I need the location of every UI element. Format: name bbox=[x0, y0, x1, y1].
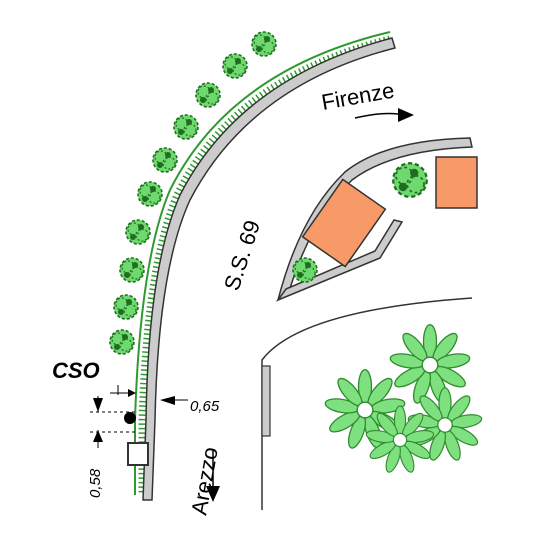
grass-verge bbox=[134, 31, 392, 495]
dimension-058: 0,58 bbox=[87, 396, 135, 498]
tree-icon bbox=[119, 257, 145, 283]
tree-icon bbox=[195, 82, 221, 108]
label-arezzo: Arezzo bbox=[186, 445, 223, 517]
dimension-058-label: 0,58 bbox=[87, 468, 104, 498]
tree-icon bbox=[222, 53, 248, 79]
label-road: S.S. 69 bbox=[219, 217, 265, 293]
side-road-edges bbox=[261, 297, 473, 510]
dimension-065: 0,65 bbox=[90, 385, 220, 415]
tree-icon bbox=[125, 219, 151, 245]
tree-icon bbox=[113, 294, 139, 320]
main-road-edge bbox=[142, 37, 396, 501]
tree-cluster bbox=[323, 324, 484, 475]
tree-icon bbox=[109, 329, 135, 355]
building-right bbox=[435, 156, 478, 209]
tree-icon bbox=[251, 31, 277, 57]
dimension-065-label: 0,65 bbox=[190, 398, 220, 415]
arrow-icon bbox=[206, 450, 220, 502]
arrow-icon bbox=[354, 108, 414, 122]
cso-chamber bbox=[127, 442, 149, 466]
tree-icon bbox=[392, 162, 428, 198]
label-cso: CSO bbox=[52, 358, 100, 383]
cso-marker bbox=[124, 412, 136, 424]
label-firenze: Firenze bbox=[320, 78, 397, 115]
tree-icon bbox=[292, 257, 318, 283]
tree-icon bbox=[152, 147, 178, 173]
tree-icon bbox=[137, 181, 163, 207]
building-left bbox=[301, 178, 387, 268]
tree-icon bbox=[173, 114, 199, 140]
tree-icon bbox=[388, 324, 472, 406]
